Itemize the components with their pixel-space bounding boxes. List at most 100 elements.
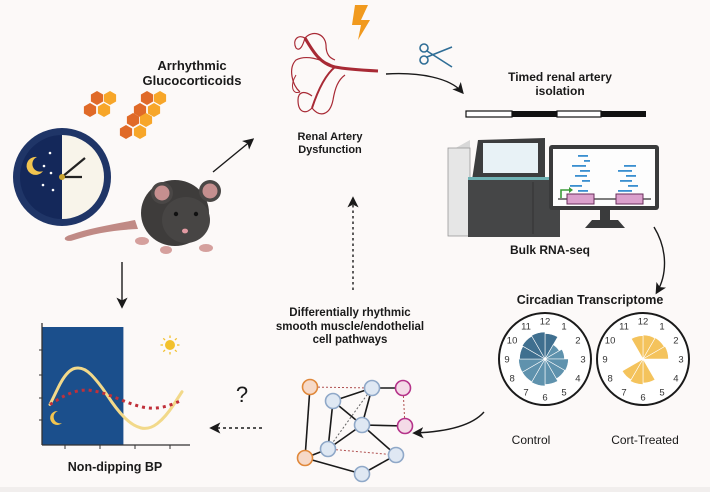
clock-number: 8 <box>607 374 612 385</box>
radial-bar-8 <box>518 358 547 373</box>
network-node <box>353 465 371 483</box>
read-bar <box>575 175 587 177</box>
network-node <box>324 392 342 410</box>
mouse-icon <box>64 180 221 254</box>
clock-number: 2 <box>673 336 678 347</box>
sun-core <box>165 340 175 350</box>
network-node <box>296 449 314 467</box>
read-bar <box>628 185 638 187</box>
question-mark: ? <box>235 382 249 407</box>
hexagon <box>90 91 104 105</box>
hexagon <box>140 91 154 105</box>
arrow-to-isolation <box>385 72 464 95</box>
clock-number: 6 <box>640 393 645 404</box>
glucocorticoid-molecules-icon <box>83 91 167 139</box>
hexagon <box>147 103 161 117</box>
label-line: Renal Artery <box>297 131 363 143</box>
radial-bar-3 <box>543 358 569 372</box>
read-bar <box>626 175 636 177</box>
clock-number: 11 <box>521 322 531 333</box>
moon-icon <box>26 156 43 175</box>
read-bar <box>624 165 636 167</box>
clock-number: 9 <box>602 355 607 366</box>
arrow-to-renal <box>212 138 255 173</box>
network-node <box>387 446 405 464</box>
read-bar <box>578 190 588 192</box>
rna-seq-label: Bulk RNA-seq <box>509 243 590 257</box>
clock-number: 4 <box>673 374 678 385</box>
hexagon <box>97 103 111 117</box>
read-bar <box>578 155 588 157</box>
network-edge <box>304 386 311 459</box>
read-bar <box>584 160 590 162</box>
sun-ray <box>174 349 178 353</box>
hexagon <box>126 113 140 127</box>
clock-number: 6 <box>542 393 547 404</box>
clock-number: 1 <box>561 322 566 333</box>
clock-number: 3 <box>580 355 585 366</box>
network-node <box>394 379 412 397</box>
clock-number: 9 <box>504 355 509 366</box>
cort-label: Cort-Treated <box>611 433 679 447</box>
lightning-icon <box>352 5 370 40</box>
radial-bar-2 <box>641 345 669 360</box>
circadian-label: Circadian Transcriptome <box>516 293 664 307</box>
monitor-icon <box>549 145 659 228</box>
bp-label: Non-dipping BP <box>67 460 163 474</box>
hexagon <box>139 113 153 127</box>
clock-number: 10 <box>507 336 518 347</box>
hexagon <box>83 103 97 117</box>
series-normal <box>48 366 184 430</box>
clock-number: 4 <box>575 374 580 385</box>
arrow-to-network <box>412 411 485 439</box>
sequencing-reads <box>570 155 638 192</box>
clock-number: 2 <box>575 336 580 347</box>
sequencer-icon <box>447 138 560 237</box>
sun-ray <box>162 337 166 341</box>
control-label: Control <box>511 433 551 447</box>
hexagon <box>133 103 147 117</box>
label-line: isolation <box>535 84 585 99</box>
network-edge <box>304 457 363 475</box>
renal-artery-icon <box>291 32 379 115</box>
clock-number: 5 <box>561 387 566 398</box>
hexagon <box>153 91 167 105</box>
read-bar <box>572 165 586 167</box>
label-line: Arrhythmic <box>157 58 227 73</box>
timed-isolation-label: Timed renal artery isolation <box>490 70 630 98</box>
arrows <box>116 72 667 439</box>
bottom-border <box>0 487 710 492</box>
clock-number: 3 <box>678 355 683 366</box>
network-edge-dotted <box>327 448 397 456</box>
network-node <box>353 416 371 434</box>
read-bar <box>582 180 590 182</box>
arrow-to-circadian <box>653 226 667 295</box>
hexagon <box>119 125 133 139</box>
glucocorticoids-label: Arrhythmic Glucocorticoids <box>117 58 267 89</box>
sun-icon <box>160 335 180 355</box>
label-line: cell pathways <box>312 334 388 347</box>
clock-number: 7 <box>621 387 626 398</box>
network-edge-dotted <box>309 386 373 389</box>
label-line: Glucocorticoids <box>142 73 242 89</box>
network-node <box>319 440 337 458</box>
radial-bar-7 <box>621 358 644 381</box>
label-line: Timed renal artery <box>508 70 612 84</box>
day-night-clock-icon <box>13 128 111 226</box>
radial-bar-11 <box>630 335 644 361</box>
pathway-network <box>296 378 414 483</box>
read-bar <box>618 170 632 172</box>
scissors-icon <box>419 43 453 68</box>
radial-bar-6 <box>629 357 644 385</box>
clock-number: 5 <box>659 387 664 398</box>
network-node <box>363 379 381 397</box>
clock-number: 11 <box>619 322 629 333</box>
hexagon <box>133 125 147 139</box>
clock-number: 8 <box>509 374 514 385</box>
clock-number: 10 <box>605 336 616 347</box>
radial-bar-11 <box>531 331 546 361</box>
clock-number: 12 <box>638 317 649 328</box>
read-bar <box>580 170 590 172</box>
